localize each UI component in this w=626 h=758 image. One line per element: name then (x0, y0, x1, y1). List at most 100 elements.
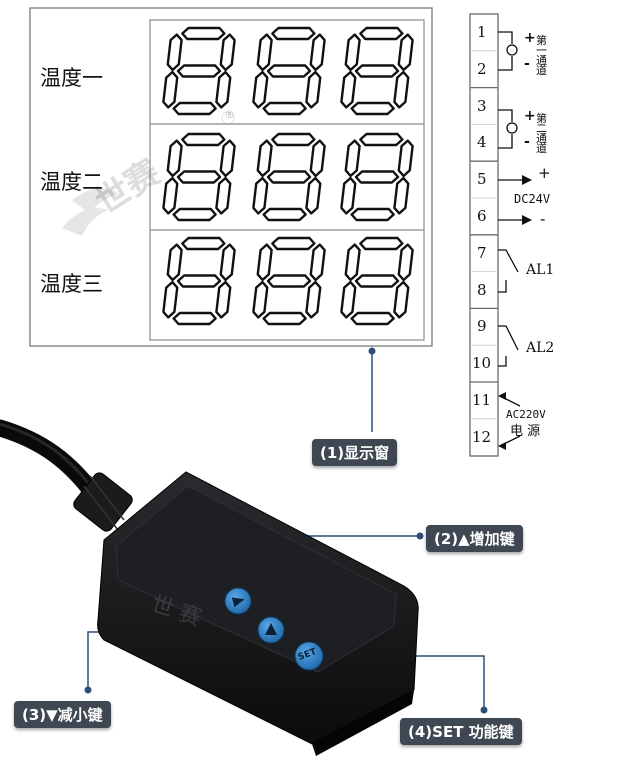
terminal-number: 11 (472, 391, 492, 409)
digit-segment (340, 176, 357, 215)
alarm2-label: AL2 (526, 340, 555, 356)
terminal-number: 12 (472, 427, 492, 446)
digit-segment (309, 139, 326, 178)
dc-plus: + (538, 164, 551, 182)
arrow-right-icon (522, 215, 532, 225)
digit-segment (354, 64, 400, 78)
digit-segment (344, 243, 361, 282)
digit-segment (305, 70, 322, 109)
digit-segment (344, 33, 361, 72)
digit-segment (215, 70, 232, 109)
digit-segment (340, 280, 357, 319)
down-triangle-icon (265, 623, 277, 635)
digit-segment (393, 280, 410, 319)
digit-segment (219, 33, 236, 72)
seven-segment-digits (162, 26, 414, 326)
digit-segment (309, 243, 326, 282)
cable-gland (73, 472, 133, 532)
digit-segment (350, 101, 395, 116)
down-button (257, 616, 285, 644)
digit-segment (350, 311, 395, 326)
ac-name: 电 源 (510, 424, 541, 439)
terminal-wiring (498, 31, 522, 447)
digit-segment (271, 236, 316, 251)
arrow-left-icon (498, 392, 506, 400)
ch2-text-4: 道 (536, 142, 547, 155)
digit-segment (166, 243, 183, 282)
up-button (224, 587, 252, 615)
callout-dots (84, 347, 488, 714)
ch1-text-3: 通 (536, 54, 547, 67)
terminal-number: 10 (472, 354, 492, 373)
digit-segment (181, 26, 226, 41)
digit-segment (271, 26, 316, 41)
callout-set-key: (4)SET 功能键 (400, 718, 522, 745)
digit-segment (354, 274, 400, 288)
digit-segment (266, 64, 312, 78)
watermark-registered-mark: ® (224, 108, 235, 121)
digit-segment (176, 64, 222, 78)
row-label-1: 温度一 (40, 66, 103, 90)
arrow-left-icon (498, 442, 506, 450)
digit-segment (393, 70, 410, 109)
digit-segment (176, 274, 222, 288)
terminal-number: 2 (477, 59, 487, 78)
digit-segment (393, 176, 410, 215)
up-triangle-icon (231, 597, 245, 608)
digit-segment (359, 236, 404, 251)
digit-segment (266, 274, 312, 288)
digit-segment (172, 207, 217, 222)
digit-segment (359, 132, 404, 147)
digit-segment (350, 207, 395, 222)
alarm1-label: AL1 (526, 262, 555, 278)
digit-segment (162, 70, 179, 109)
digit-segment (162, 280, 179, 319)
terminal-number: 5 (477, 170, 487, 189)
digit-segment (219, 139, 236, 178)
terminal-number: 4 (477, 133, 487, 152)
terminal-number: 3 (477, 96, 487, 115)
digit-segment (181, 132, 226, 147)
digit-segment (397, 243, 414, 282)
digit-segment (176, 170, 222, 184)
digit-segment (340, 70, 357, 109)
ch2-plus: + (524, 108, 536, 124)
ch1-text-1: 第 (536, 34, 547, 47)
digit-segment (354, 170, 400, 184)
digit-segment (215, 280, 232, 319)
digit-segment (172, 101, 217, 116)
dc-minus: - (540, 210, 546, 228)
digit-segment (166, 33, 183, 72)
arrow-right-icon (522, 175, 532, 185)
digit-segment (359, 26, 404, 41)
arrow-heads (498, 175, 532, 450)
row-label-3: 温度三 (40, 272, 103, 296)
ac-voltage: AC220V (506, 408, 546, 421)
digit-segment (252, 70, 269, 109)
digit-segment (344, 139, 361, 178)
digit-segment (162, 176, 179, 215)
terminal-number: 6 (477, 207, 487, 225)
ch2-text-2: 二 (536, 122, 547, 135)
set-button (294, 641, 324, 671)
callout-display: (1)显示窗 (312, 439, 398, 466)
digit-segment (262, 101, 307, 116)
ch2-minus: - (524, 134, 530, 150)
digit-segment (256, 243, 273, 282)
digit-segment (266, 170, 312, 184)
digit-segment (252, 280, 269, 319)
digit-segment (172, 311, 217, 326)
digit-segment (166, 139, 183, 178)
dc-voltage: DC24V (514, 192, 551, 206)
terminal-number: 8 (477, 280, 487, 299)
terminal-number: 9 (477, 317, 487, 336)
digit-segment (262, 207, 307, 222)
terminal-number: 1 (477, 23, 487, 41)
digit-segment (305, 280, 322, 319)
ch2-text-3: 通 (536, 132, 547, 145)
terminal-number: 7 (477, 243, 487, 262)
ch1-text-4: 道 (536, 64, 547, 77)
digit-segment (305, 176, 322, 215)
digit-segment (219, 243, 236, 282)
